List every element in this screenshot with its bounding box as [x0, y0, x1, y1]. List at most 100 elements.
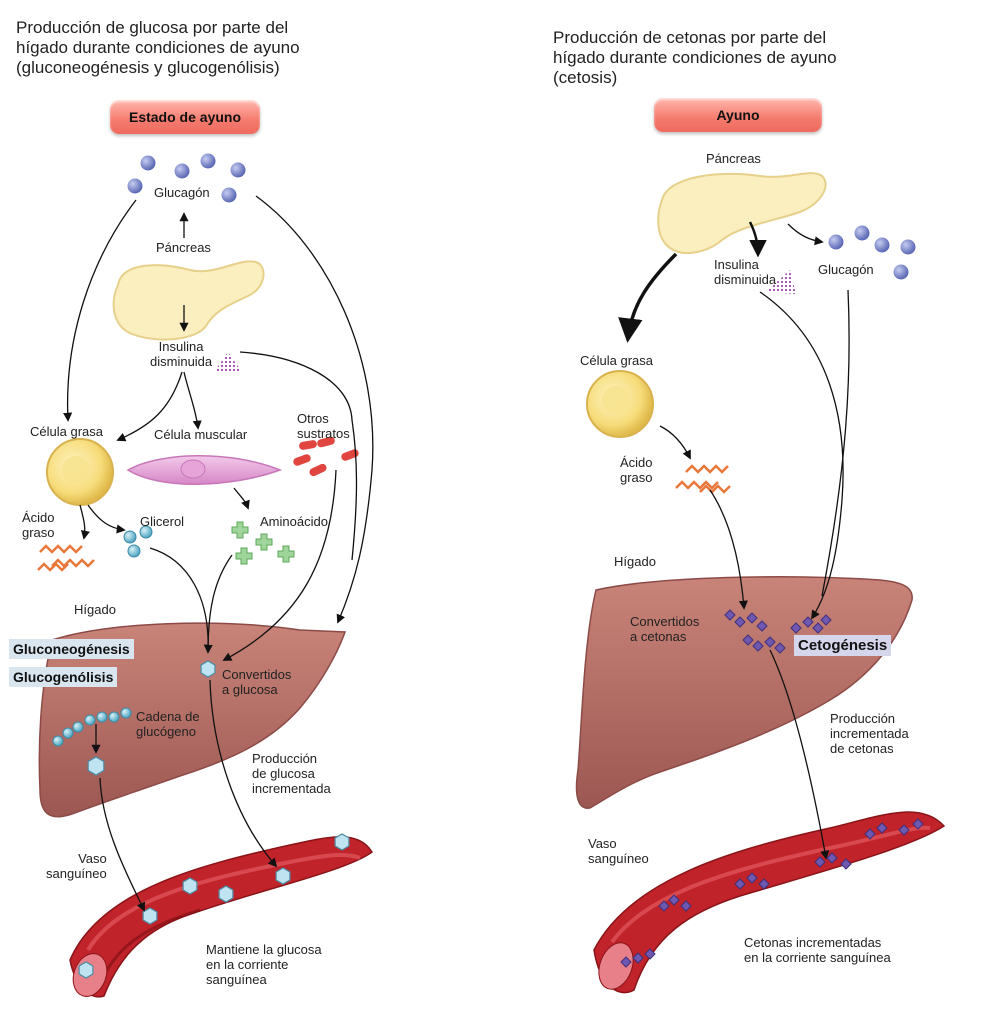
glucagon-dot — [200, 153, 216, 169]
arrows-right — [618, 221, 850, 860]
substrate-capsule — [309, 463, 327, 477]
pancreas-right — [657, 172, 827, 255]
glucose-hexagon — [200, 660, 216, 678]
fat-cell-left — [46, 438, 114, 506]
glucagon-dot — [828, 234, 844, 250]
ketone-diamond — [812, 622, 824, 634]
ketogenesis-label: Cetogénesis — [794, 635, 892, 656]
glycogen-unit — [52, 735, 64, 747]
increased-ketones-label: Producción incrementada de cetonas — [830, 711, 909, 756]
ketones-blood-label: Cetonas incrementadas en la corriente sa… — [744, 935, 891, 965]
amino-acid-plus — [255, 533, 273, 551]
glycogen-unit — [84, 714, 96, 726]
ketone-diamond — [742, 634, 754, 646]
blood-vessel-label-left: Vaso sanguíneo — [46, 851, 107, 881]
ketone-diamond — [802, 616, 814, 628]
converted-glucose-label: Convertidos a glucosa — [222, 667, 292, 697]
insulin-triangle-left — [214, 352, 242, 372]
fasting-badge-right: Ayuno — [654, 98, 822, 132]
glycogen-unit — [120, 707, 132, 719]
glucose-hexagon — [218, 885, 234, 903]
fatty-acid-chain — [699, 484, 731, 494]
ketone-diamond — [764, 636, 776, 648]
glycerol-molecules — [123, 525, 153, 558]
fatty-acid-left — [37, 544, 95, 572]
glycogen-unit — [62, 727, 74, 739]
glucagon-molecules-left — [127, 153, 246, 203]
substrate-capsule — [299, 440, 317, 450]
glycogen-unit — [96, 711, 108, 723]
fatty-acid-chain — [39, 544, 83, 554]
glucose-hexagon — [334, 833, 350, 851]
maintain-glucose-label: Mantiene la glucosa en la corriente sang… — [206, 942, 322, 987]
fatty-acid-right — [675, 464, 731, 494]
glycerol-dot — [127, 544, 141, 558]
ketone-diamond — [668, 894, 680, 906]
glucose-hexagons — [78, 660, 350, 979]
arrows-left — [63, 195, 374, 912]
glucagon-molecules-right — [828, 225, 916, 280]
left-panel-title: Producción de glucosa por parte del híga… — [16, 18, 300, 77]
liver-label-right: Hígado — [614, 554, 656, 569]
ketone-diamond — [876, 822, 888, 834]
fatty-acid-chain — [51, 558, 95, 568]
ketone-diamond — [644, 948, 656, 960]
fatty-acid-chain — [37, 562, 69, 572]
pancreas-left — [112, 260, 265, 341]
glycerol-label: Glicerol — [140, 514, 185, 529]
amino-acid-label: Aminoácido — [260, 514, 328, 529]
fatty-acid-chain — [675, 480, 719, 490]
glucagon-dot — [127, 178, 143, 194]
pancreas-label-left: Páncreas — [156, 240, 211, 255]
fasting-state-badge: Estado de ayuno — [110, 100, 260, 134]
fatty-acid-chain — [685, 464, 729, 474]
glycogen-unit — [108, 711, 120, 723]
other-substrates-label: Otros sustratos — [297, 411, 350, 441]
gluconeogenesis-label: Gluconeogénesis — [9, 639, 134, 659]
low-insulin-label-right: Insulina disminuida — [714, 257, 777, 287]
fat-cell-label-left: Célula grasa — [30, 424, 103, 439]
converted-ketones-label: Convertidos a cetonas — [630, 614, 700, 644]
ketone-diamond — [658, 900, 670, 912]
amino-acid-plus — [231, 521, 249, 539]
glucagon-dot — [140, 155, 156, 171]
glucagon-dot — [221, 187, 237, 203]
ketone-diamond — [620, 956, 632, 968]
amino-acid-molecules — [231, 521, 295, 565]
fat-cell-right — [586, 370, 654, 438]
glycerol-dot — [123, 530, 137, 544]
glycerol-dot — [139, 525, 153, 539]
substrate-capsule — [317, 436, 335, 448]
glucagon-dot — [874, 237, 890, 253]
ketone-diamond — [840, 858, 852, 870]
amino-acid-plus — [235, 547, 253, 565]
muscle-cell-label: Célula muscular — [154, 427, 248, 442]
low-insulin-label-left: Insulina disminuida — [150, 339, 213, 369]
glucose-hexagon — [182, 877, 198, 895]
ketone-diamond — [746, 872, 758, 884]
muscle-cell-left — [126, 455, 283, 485]
ketone-diamond — [734, 616, 746, 628]
glucose-hexagon — [78, 961, 94, 979]
glycogenolysis-label: Glucogenólisis — [9, 667, 118, 687]
glycogen-unit — [72, 721, 84, 733]
glucagon-dot — [174, 163, 190, 179]
ketone-diamond — [680, 900, 692, 912]
substrate-capsule — [293, 454, 311, 466]
ketone-diamond — [734, 878, 746, 890]
ketone-diamond — [758, 878, 770, 890]
glucagon-dot — [230, 162, 246, 178]
liver-right — [575, 576, 913, 809]
glucagon-dot — [893, 264, 909, 280]
glycogen-chain-label: Cadena de glucógeno — [136, 709, 200, 739]
liver-label-left: Hígado — [74, 602, 116, 617]
substrate-capsule — [341, 449, 359, 461]
ketone-diamond — [820, 614, 832, 626]
insulin-triangle-right — [766, 270, 796, 294]
ketone-diamond — [746, 612, 758, 624]
amino-acid-plus — [277, 545, 295, 563]
ketone-diamond — [632, 952, 644, 964]
glucose-hexagon — [142, 907, 158, 925]
fatty-acid-label-left: Ácido graso — [22, 510, 55, 540]
